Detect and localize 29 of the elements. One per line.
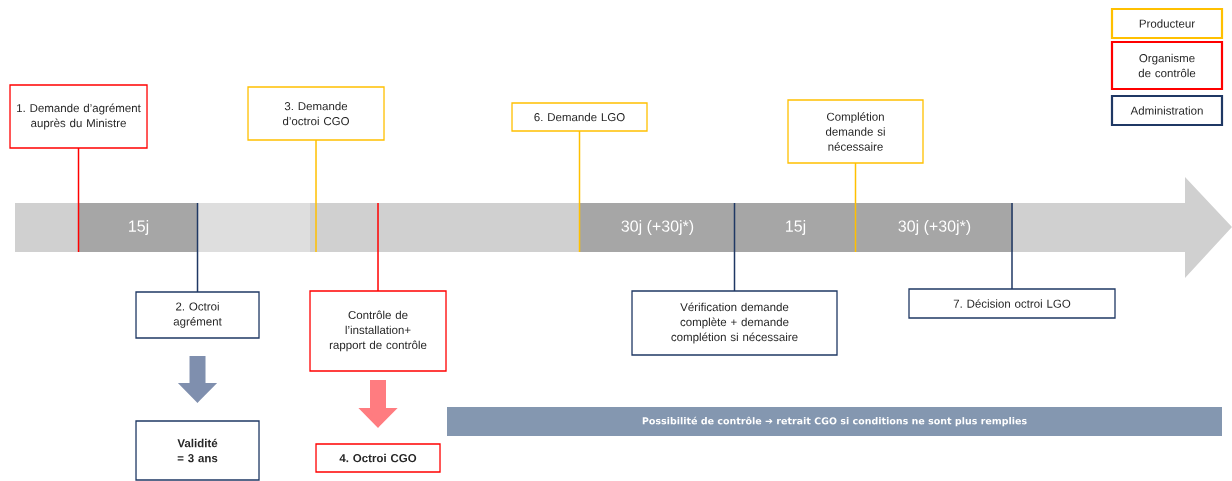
leader-line [578,130,581,253]
leader-line [377,202,379,292]
duration-segment: 30j (+30j*) [856,203,1013,252]
leader-line [854,162,857,253]
legend-item: Organisme de contrôle [1110,40,1224,91]
note-banner: Possibilité de contrôle ➔ retrait CGO si conditions ne sont plus remplies [447,407,1222,436]
text-box: Contrôle de l’installation+ rapport de contrôle [309,290,447,372]
leader-line [1011,202,1013,290]
duration-segment: 30j (+30j*) [580,203,735,252]
text-box: 7. Décision octroi LGO [908,288,1116,319]
text-box: 1. Demande d’agrément auprès du Ministre [9,84,148,149]
duration-segment: 15j [79,203,198,252]
text-box: Vérification demande complète + demande complétion si nécessaire [631,290,838,356]
text-box: Validité = 3 ans [135,420,260,481]
leader-line [77,147,80,253]
node-label: 15j [786,220,806,235]
legend-item: Administration [1110,94,1224,127]
legend-item: Producteur [1110,7,1224,40]
leader-line [733,202,736,292]
duration-segment: 15j [735,203,856,252]
leader-line [315,139,317,253]
text-box: 2. Octroi agrément [135,291,260,339]
text-box: 6. Demande LGO [511,102,648,132]
text-box: Complétion demande si nécessaire [787,99,924,164]
text-box: 4. Octroi CGO [315,443,441,473]
node-label: 30j (+30j*) [898,220,971,235]
text-box: 3. Demande d’octroi CGO [247,86,385,141]
leader-line [196,202,199,293]
node-label: 30j (+30j*) [621,220,694,235]
